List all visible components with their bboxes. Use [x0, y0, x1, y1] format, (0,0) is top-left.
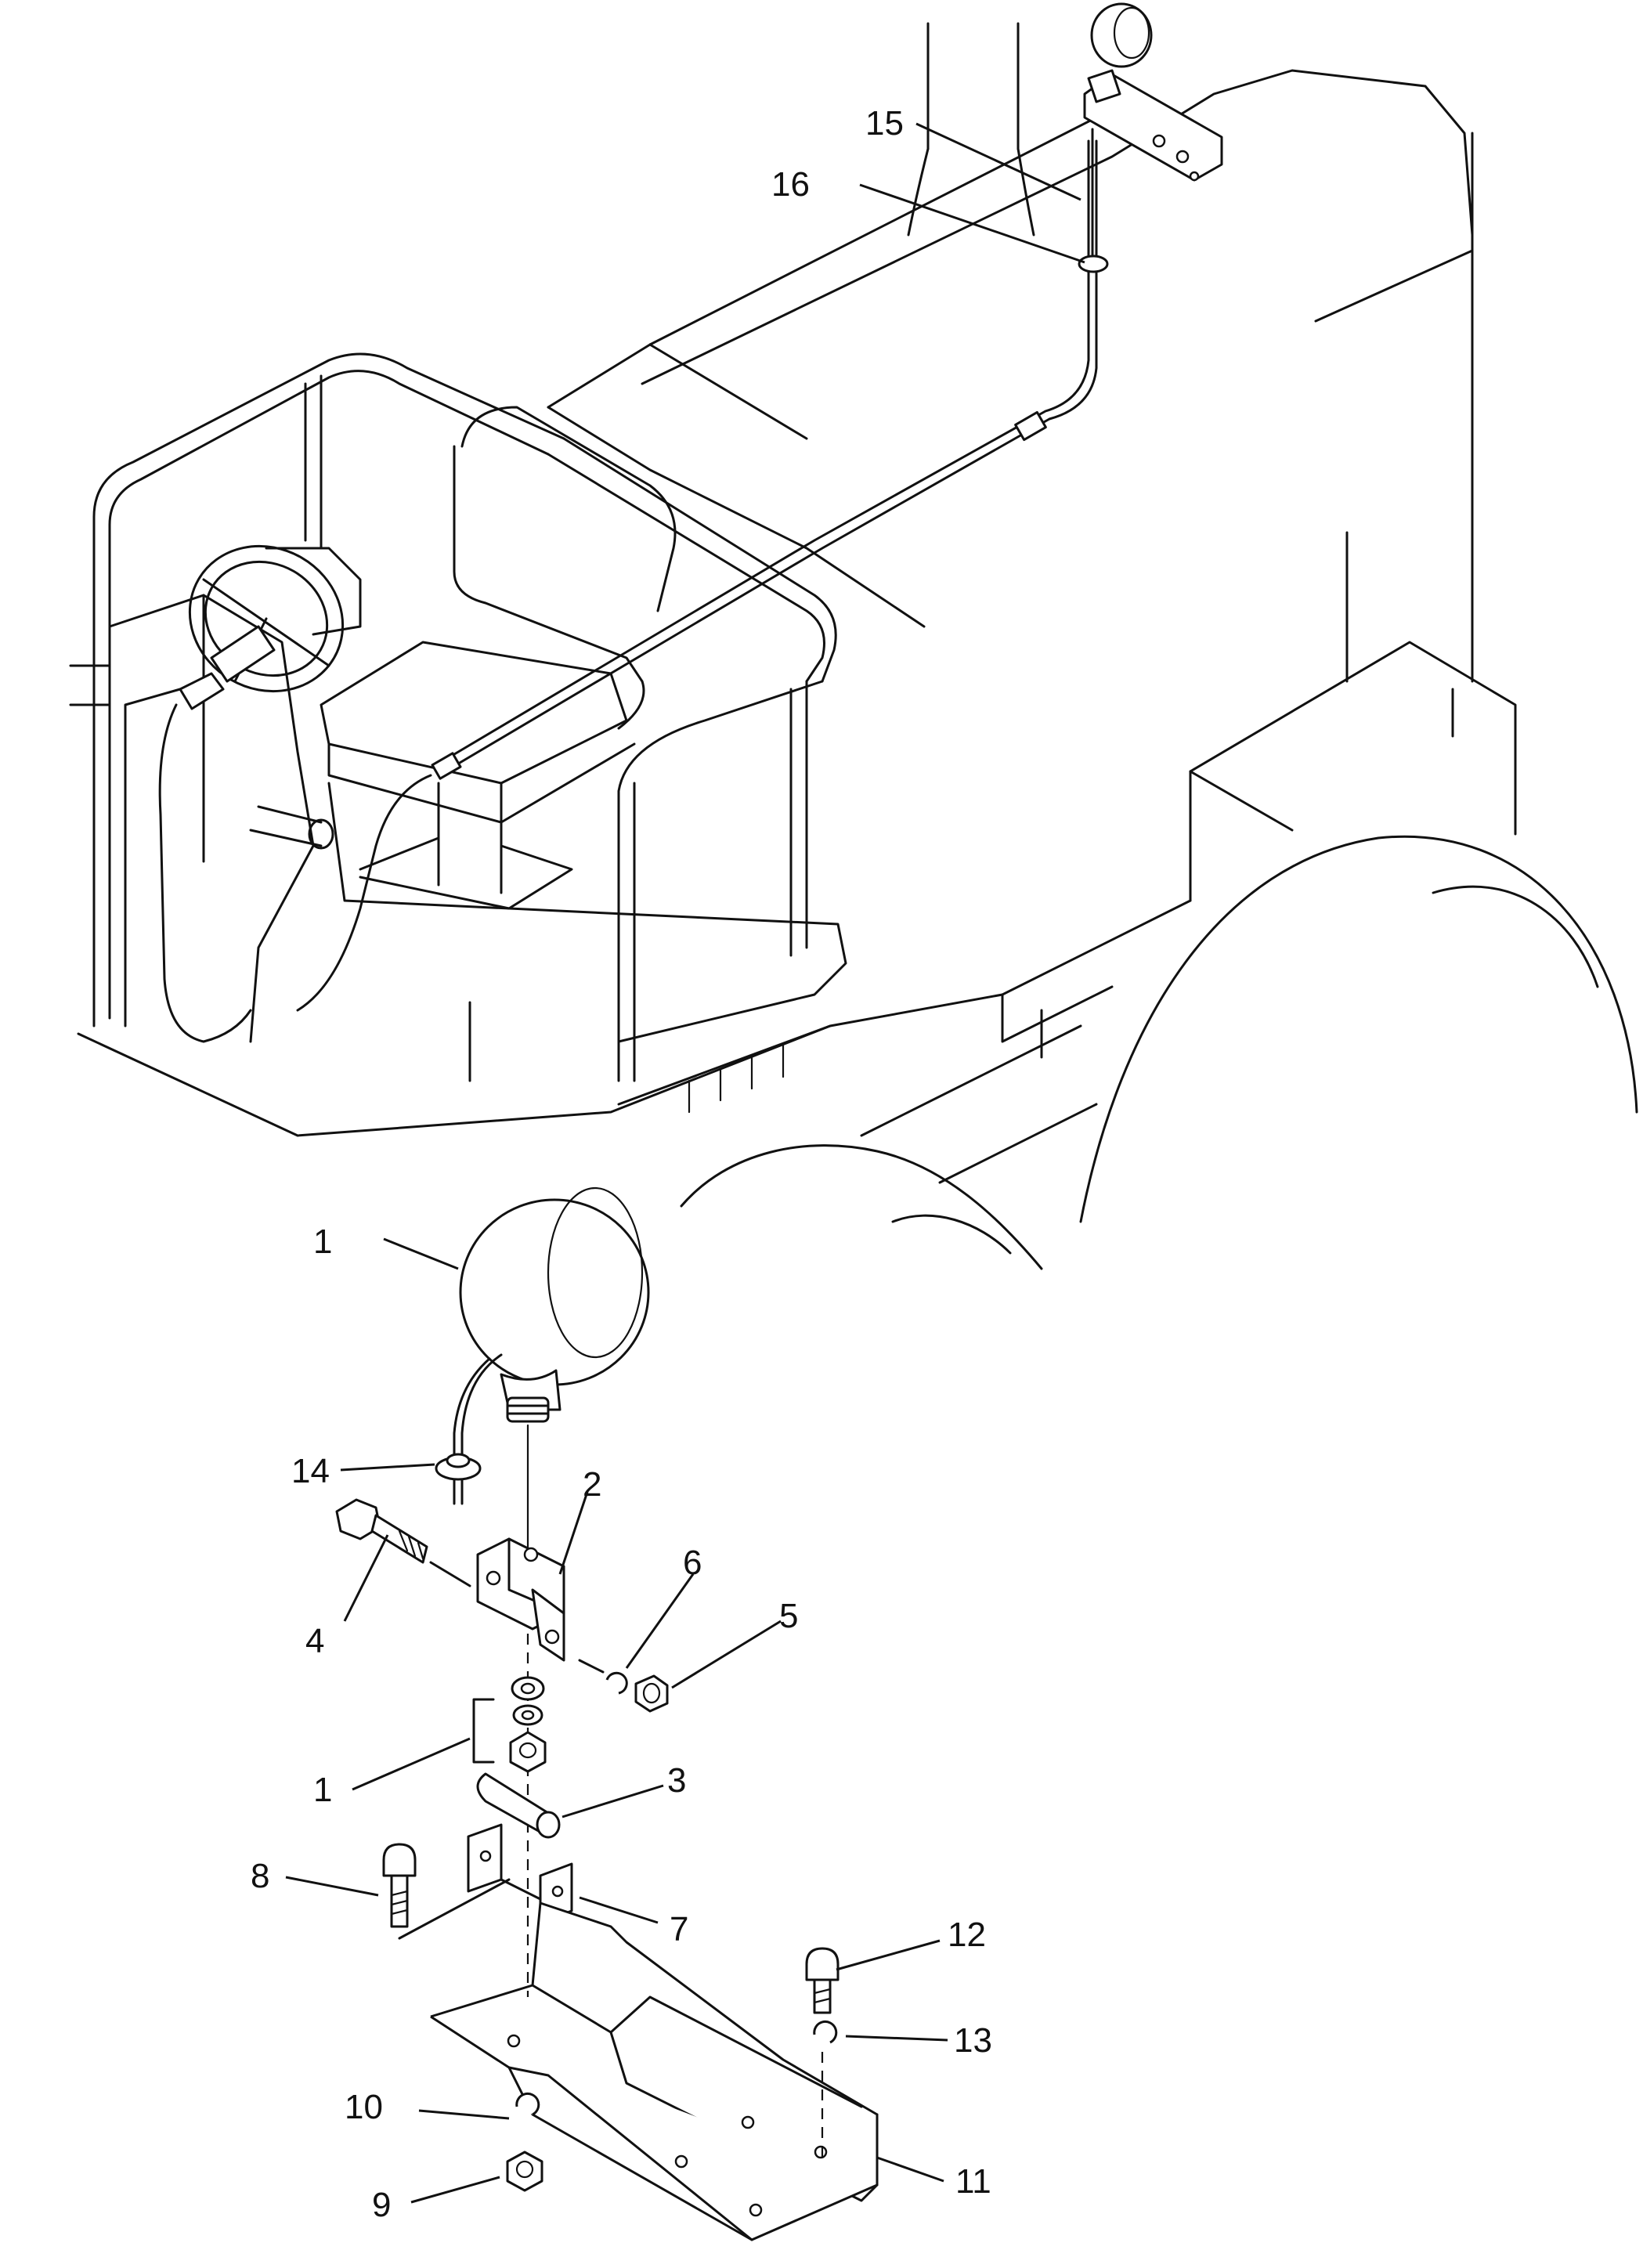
callout-4: 4 — [305, 1622, 324, 1660]
callout-13: 13 — [954, 2021, 992, 2060]
callout-2: 2 — [583, 1465, 601, 1504]
front-lamp-exploded — [335, 1186, 879, 2241]
callout-1-lamp: 1 — [313, 1222, 332, 1261]
callout-11: 11 — [955, 2162, 991, 2201]
callout-5: 5 — [779, 1597, 798, 1635]
callout-3: 3 — [667, 1761, 686, 1800]
callout-16: 16 — [771, 165, 810, 204]
callout-12: 12 — [948, 1916, 986, 1954]
machine-body — [77, 22, 1638, 1270]
callout-10: 10 — [345, 2088, 383, 2126]
operator-station — [69, 352, 847, 1082]
callout-15: 15 — [865, 104, 904, 143]
rear-work-lamp — [1078, 2, 1223, 273]
callout-leaders — [285, 122, 1085, 2204]
callout-9: 9 — [372, 2186, 391, 2224]
callout-8: 8 — [251, 1857, 269, 1895]
callout-6: 6 — [683, 1544, 702, 1582]
callout-1-hardware: 1 — [313, 1771, 332, 1809]
callout-14: 14 — [291, 1452, 330, 1490]
wiring-harness — [158, 139, 1098, 1043]
callout-7: 7 — [670, 1910, 688, 1948]
callout-labels: 15 16 1 14 2 4 6 5 1 3 8 7 12 13 10 9 11 — [251, 104, 992, 2224]
